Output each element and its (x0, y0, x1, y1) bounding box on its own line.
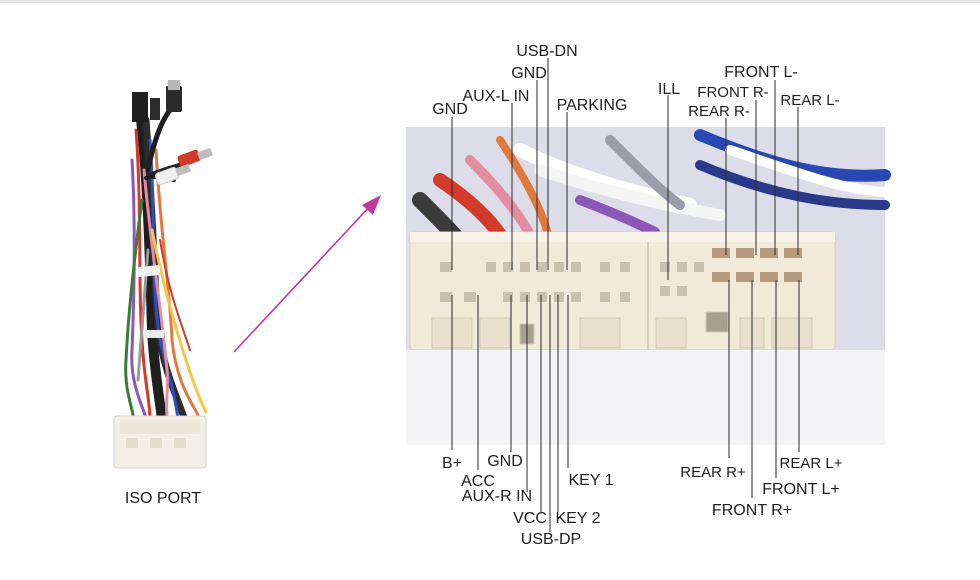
pin-label-usb-dp: USB-DP (521, 531, 581, 548)
pin-labels-top: GND AUX-L IN GND USB-DN PARKING ILL REAR… (432, 43, 839, 120)
pin-label-aux-l-in: AUX-L IN (463, 88, 530, 105)
pin-label-gnd-usb: GND (511, 65, 547, 82)
pin-label-key-2: KEY 2 (555, 510, 600, 527)
pin-labels-bottom: B+ ACC GND AUX-R IN VCC USB-DP KEY 2 KEY… (442, 453, 843, 548)
rca-plug-white (154, 163, 191, 186)
pin-label-rear-r-minus: REAR R- (688, 103, 750, 120)
pin-label-front-r-plus: FRONT R+ (712, 502, 792, 519)
pin-label-front-l-plus: FRONT L+ (762, 481, 840, 498)
pin-label-parking: PARKING (557, 97, 628, 114)
pin-label-rear-l-plus: REAR L+ (780, 455, 843, 472)
pin-label-ill: ILL (658, 81, 680, 98)
pin-label-b-plus: B+ (442, 455, 462, 472)
pin-label-front-l-minus: FRONT L- (724, 64, 797, 81)
plug-header (132, 92, 148, 122)
iso-port-caption: ISO PORT (125, 490, 201, 507)
pin-label-rear-r-plus: REAR R+ (680, 464, 746, 481)
pin-label-rear-l-minus: REAR L- (780, 92, 839, 109)
harness-illustration (113, 80, 213, 469)
pin-label-key-1: KEY 1 (568, 472, 613, 489)
leader-lines (451, 58, 800, 532)
pin-label-front-r-minus: FRONT R- (697, 84, 768, 101)
pin-label-vcc: VCC (513, 510, 547, 527)
usb-plug (166, 80, 182, 112)
pin-label-aux-r-in: AUX-R IN (462, 488, 532, 505)
pin-label-gnd-bottom: GND (487, 453, 523, 470)
iso-connector (113, 415, 207, 469)
pin-label-gnd-top: GND (432, 101, 468, 118)
top-divider (0, 0, 980, 3)
pointer-arrow (233, 195, 381, 353)
pin-label-acc: ACC (461, 473, 495, 490)
rca-plug-red (177, 147, 213, 167)
pin-label-usb-dn: USB-DN (516, 43, 577, 60)
